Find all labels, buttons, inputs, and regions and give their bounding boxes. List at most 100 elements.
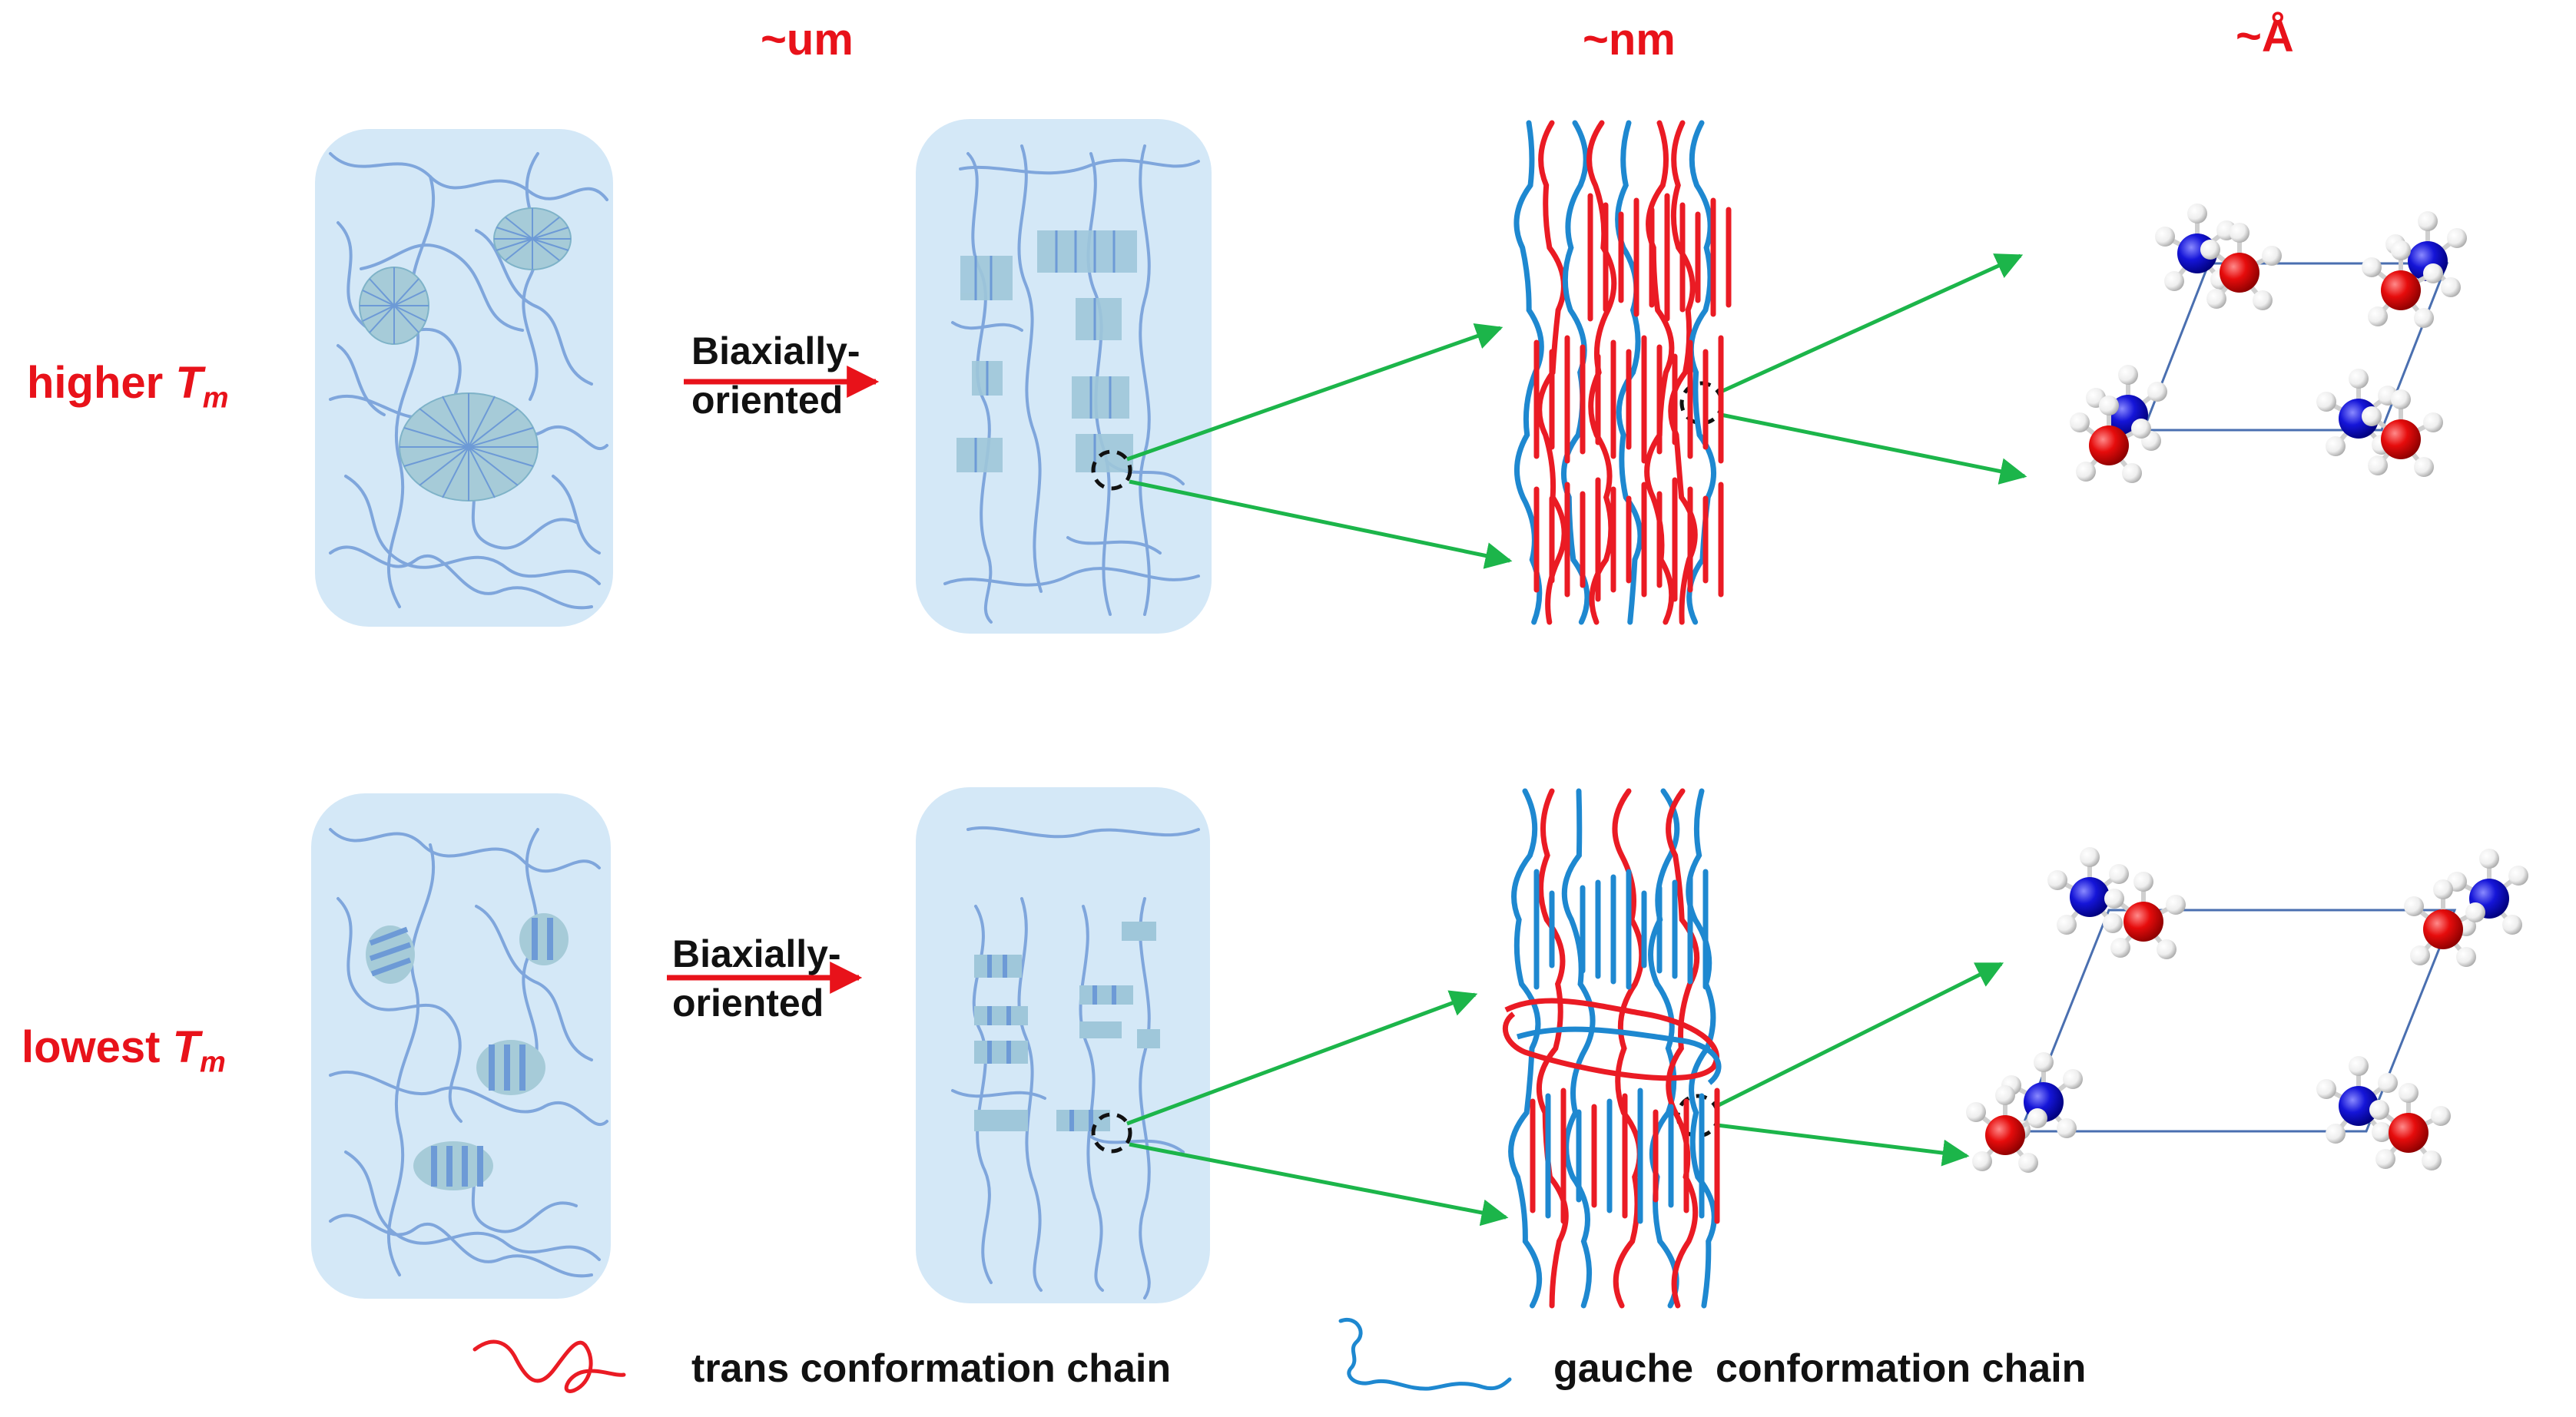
- lamellar-crystal-2: [519, 913, 569, 965]
- trans-chain-legend-icon: [472, 1339, 626, 1393]
- hydrogen-atom: [2414, 308, 2434, 328]
- panel-amorphous-higher: [315, 129, 613, 627]
- unit-cell-outline: [2018, 909, 2457, 1133]
- hydrogen-atom: [2103, 913, 2123, 933]
- chain-strand: [1668, 120, 1698, 625]
- hydrogen-atom: [2423, 263, 2443, 283]
- spherulite-small-right: [493, 207, 572, 270]
- tm-subscript: m: [202, 382, 229, 415]
- hydrogen-atom: [2414, 457, 2434, 477]
- hydrogen-atom: [2375, 1149, 2395, 1169]
- zoom-arrow-8: [1716, 1123, 1970, 1167]
- hydrogen-atom: [2047, 870, 2067, 890]
- process-label-bottom: Biaxially- oriented: [672, 929, 841, 1028]
- hydrogen-atom: [2099, 396, 2119, 415]
- hydrogen-atom: [2164, 271, 2184, 291]
- hydrogen-atom: [2418, 211, 2438, 231]
- red-atom: [2123, 902, 2163, 942]
- red-atom: [2089, 425, 2129, 465]
- hydrogen-atom: [2410, 945, 2430, 965]
- hydrogen-atom: [2200, 240, 2220, 260]
- hydrogen-atom: [2166, 895, 2186, 915]
- hydrogen-atom: [2018, 1153, 2038, 1173]
- hydrogen-atom: [1966, 1102, 1986, 1122]
- hydrogen-atom: [2391, 240, 2411, 260]
- chain-bundle-higher: [1513, 120, 1732, 625]
- hydrogen-atom: [2076, 462, 2096, 482]
- hydrogen-atom: [2326, 436, 2346, 456]
- tm-symbol: T: [172, 1022, 201, 1072]
- hydrogen-atom: [1995, 1085, 2015, 1105]
- hydrogen-atom: [2349, 369, 2369, 389]
- red-atom: [2389, 1113, 2428, 1153]
- hydrogen-atom: [2465, 902, 2485, 922]
- hydrogen-atom: [1972, 1151, 1992, 1171]
- row-label-lowest-tm: lowest Tm: [22, 1021, 226, 1080]
- lamellar-crystal-4: [413, 1141, 493, 1190]
- hydrogen-atom: [2368, 306, 2388, 326]
- row-label-lowest-prefix: lowest: [22, 1022, 173, 1072]
- red-atom: [2220, 253, 2259, 293]
- hydrogen-atom: [2147, 382, 2167, 402]
- chain-loop: [1516, 1026, 1722, 1085]
- hydrogen-atom: [2063, 1069, 2083, 1089]
- zoom-arrow-2: [1129, 479, 1513, 569]
- hydrogen-atom: [2431, 1106, 2451, 1126]
- gauche-chain-legend-icon: [1338, 1317, 1512, 1391]
- process-label-line2: oriented: [691, 379, 844, 422]
- hydrogen-atom: [2368, 455, 2388, 475]
- zoom-arrow-3: [1719, 253, 2024, 394]
- hydrogen-atom: [2378, 1073, 2398, 1093]
- zoom-arrow-7: [1716, 962, 2004, 1108]
- scale-label-angstrom: ~Å: [2236, 12, 2294, 61]
- chain-loop: [1502, 998, 1719, 1081]
- hydrogen-atom: [2447, 228, 2467, 248]
- zoom-circle-um-top: [1091, 449, 1132, 491]
- hydrogen-atom: [2391, 389, 2411, 409]
- hydrogen-atom: [2399, 1083, 2419, 1103]
- panel-oriented-higher: [916, 119, 1212, 634]
- zoom-arrow-4: [1720, 412, 2027, 485]
- hydrogen-atom: [2362, 406, 2382, 426]
- hydrogen-atom: [2109, 864, 2129, 884]
- hydrogen-atom: [2118, 365, 2138, 385]
- hydrogen-atom: [2456, 947, 2476, 967]
- tm-symbol: T: [175, 358, 203, 408]
- hydrogen-atom: [2104, 889, 2124, 909]
- chain-strand: [1615, 120, 1643, 625]
- lamellar-crystal-1: [366, 925, 415, 984]
- unit-cell-lowest: [1966, 847, 2528, 1173]
- tm-subscript: m: [200, 1046, 226, 1079]
- hydrogen-atom: [2253, 290, 2273, 310]
- hydrogen-atom: [2349, 1056, 2369, 1076]
- hydrogen-atom: [2508, 866, 2528, 886]
- hydrogen-atom: [2316, 1079, 2336, 1099]
- process-label-line1: Biaxially-: [691, 329, 860, 372]
- chain-strand: [1508, 788, 1543, 1309]
- hydrogen-atom: [2433, 879, 2453, 899]
- row-label-higher-prefix: higher: [27, 358, 176, 408]
- lamellar-crystal-3: [476, 1040, 545, 1095]
- zoom-arrow-5: [1126, 990, 1478, 1126]
- hydrogen-atom: [2027, 1108, 2047, 1128]
- panel-amorphous-lowest: [311, 793, 611, 1299]
- red-atom: [2381, 419, 2421, 459]
- hydrogen-atom: [2316, 392, 2336, 412]
- hydrogen-atom: [2479, 849, 2499, 869]
- red-atom: [2423, 909, 2463, 949]
- chain-strand: [1536, 788, 1569, 1309]
- hydrogen-atom: [2372, 1122, 2392, 1142]
- hydrogen-atom: [2404, 896, 2424, 916]
- hydrogen-atom: [2122, 463, 2142, 483]
- scale-label-nm: ~nm: [1583, 15, 1676, 65]
- hydrogen-atom: [2034, 1052, 2054, 1072]
- panel-oriented-lowest: [916, 787, 1210, 1303]
- chain-strand: [1648, 788, 1680, 1309]
- red-atom: [2381, 270, 2421, 310]
- hydrogen-atom: [2131, 419, 2151, 439]
- zoom-circle-um-bottom: [1091, 1112, 1132, 1154]
- process-label-top: Biaxially- oriented: [691, 326, 860, 425]
- hydrogen-atom: [2369, 1100, 2389, 1120]
- hydrogen-atom: [2441, 277, 2461, 297]
